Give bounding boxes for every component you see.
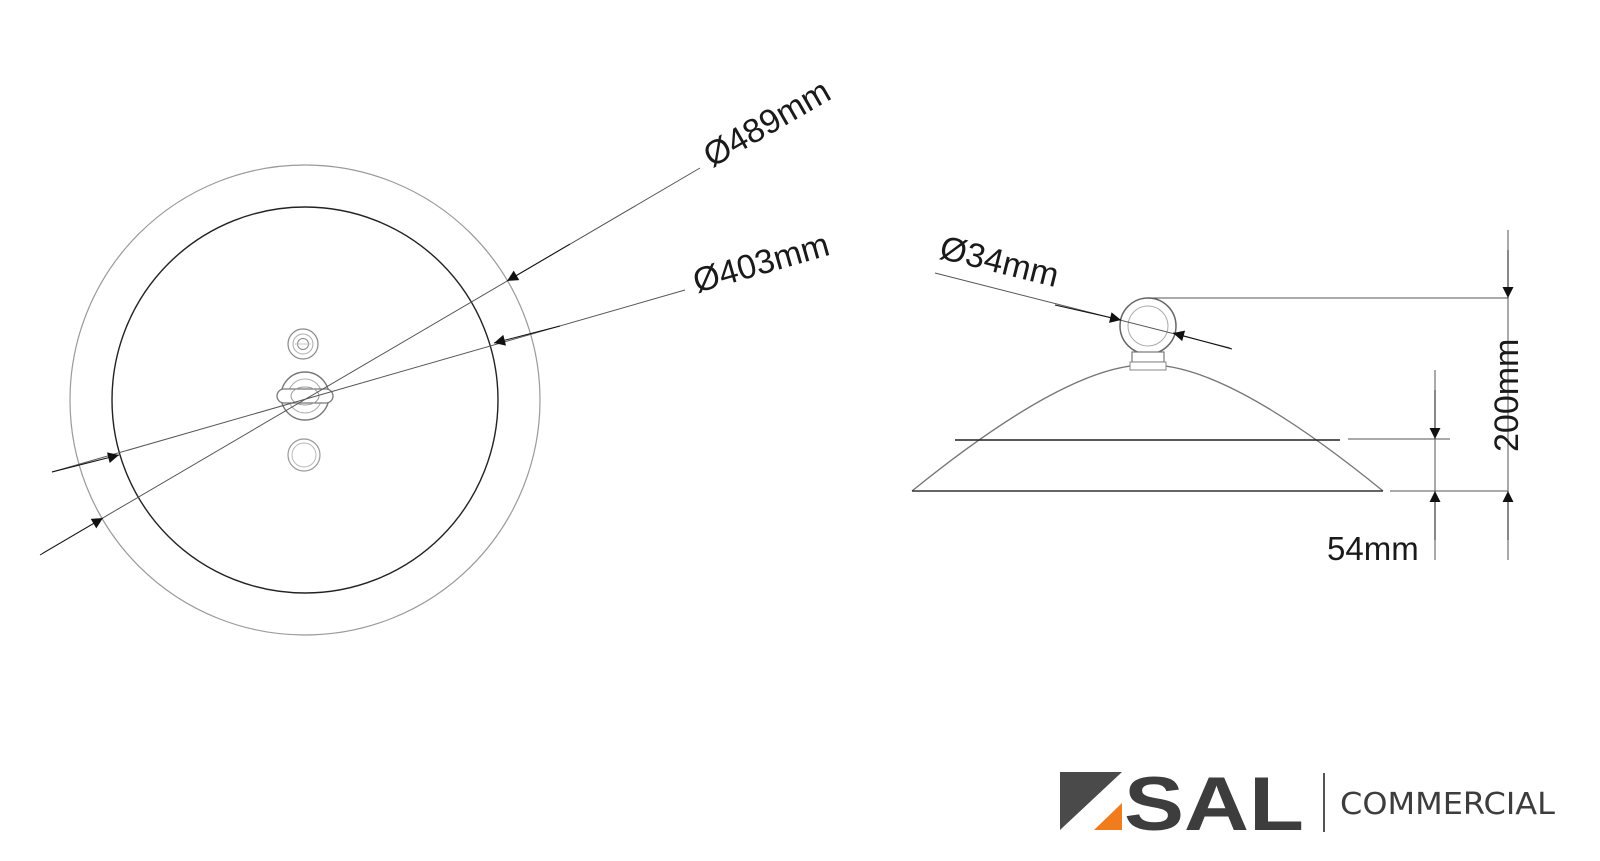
outer-diameter-label: Ø489mm (697, 72, 837, 175)
sal-logo-mark (1060, 772, 1122, 830)
top-view: Ø489mm Ø403mm (39, 72, 837, 636)
shade-height-label: 54mm (1327, 530, 1419, 567)
ring-diameter-label: Ø34mm (936, 229, 1063, 295)
sal-commercial-logo: SAL COMMERCIAL (1060, 762, 1555, 847)
inner-diameter-dimension-line (51, 289, 686, 473)
ring-diameter-arrow-left (1054, 304, 1122, 323)
outer-diameter-arrow-left (39, 517, 104, 556)
top-fitting (287, 328, 319, 360)
total-height-label: 200mm (1488, 339, 1526, 452)
outer-diameter-arrow-right (506, 243, 571, 282)
bottom-socket (287, 438, 321, 472)
inner-diameter-arrow-left (51, 452, 120, 473)
shade-dome (911, 364, 1384, 492)
logo-division-text: COMMERCIAL (1340, 787, 1555, 822)
inner-diameter-arrow-right (493, 325, 561, 346)
inner-diameter-label: Ø403mm (689, 226, 834, 301)
hanging-ring (1119, 297, 1177, 371)
side-view: Ø34mm 200mm 54mm (911, 229, 1526, 567)
inner-shade-circle (111, 206, 499, 594)
central-ring (276, 371, 334, 421)
outer-diameter-dimension-line (42, 167, 701, 554)
outer-rim-circle (69, 164, 541, 636)
ring-diameter-arrow-right (1172, 330, 1233, 350)
logo-brand-text: SAL (1124, 762, 1304, 847)
